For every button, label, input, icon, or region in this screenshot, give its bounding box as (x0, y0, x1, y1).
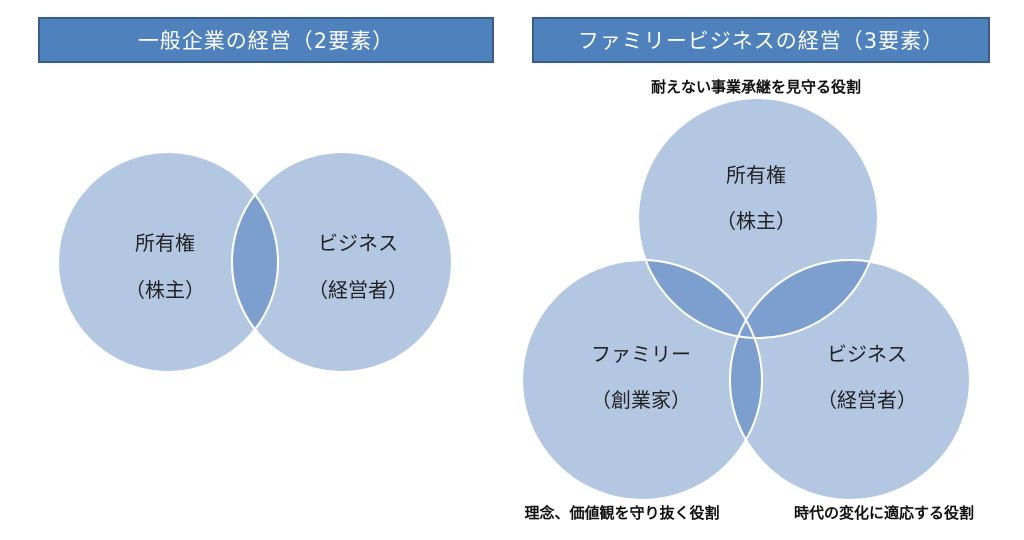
right-business-label: ビジネス (827, 342, 907, 366)
right-ownership-label: 所有権 (726, 163, 786, 187)
left-diagram-title: 一般企業の経営（2要素） (38, 17, 494, 63)
left-business-label: ビジネス (318, 231, 398, 255)
family-sublabel: （創業家） (591, 388, 691, 412)
right-venn: 所有権 （株主） ファミリー （創業家） ビジネス （経営者） 耐えない事業承継… (521, 78, 974, 522)
left-ownership-sublabel: （株主） (125, 278, 205, 302)
ownership-business-overlap (730, 260, 878, 338)
role-bottom-right: 時代の変化に適応する役割 (794, 504, 974, 522)
right-business-sublabel: （経営者） (817, 388, 917, 412)
left-ownership-label: 所有権 (135, 231, 195, 255)
right-ownership-sublabel: （株主） (716, 209, 796, 233)
role-top: 耐えない事業承継を見守る役割 (651, 78, 861, 96)
role-bottom-left: 理念、価値観を守り抜く役割 (524, 504, 719, 522)
family-label: ファミリー (591, 342, 691, 366)
ownership-family-overlap (638, 260, 762, 338)
right-diagram-title: ファミリービジネスの経営（3要素） (532, 17, 990, 63)
left-venn: 所有権 （株主） ビジネス （経営者） (57, 151, 453, 373)
left-business-sublabel: （経営者） (308, 278, 408, 302)
